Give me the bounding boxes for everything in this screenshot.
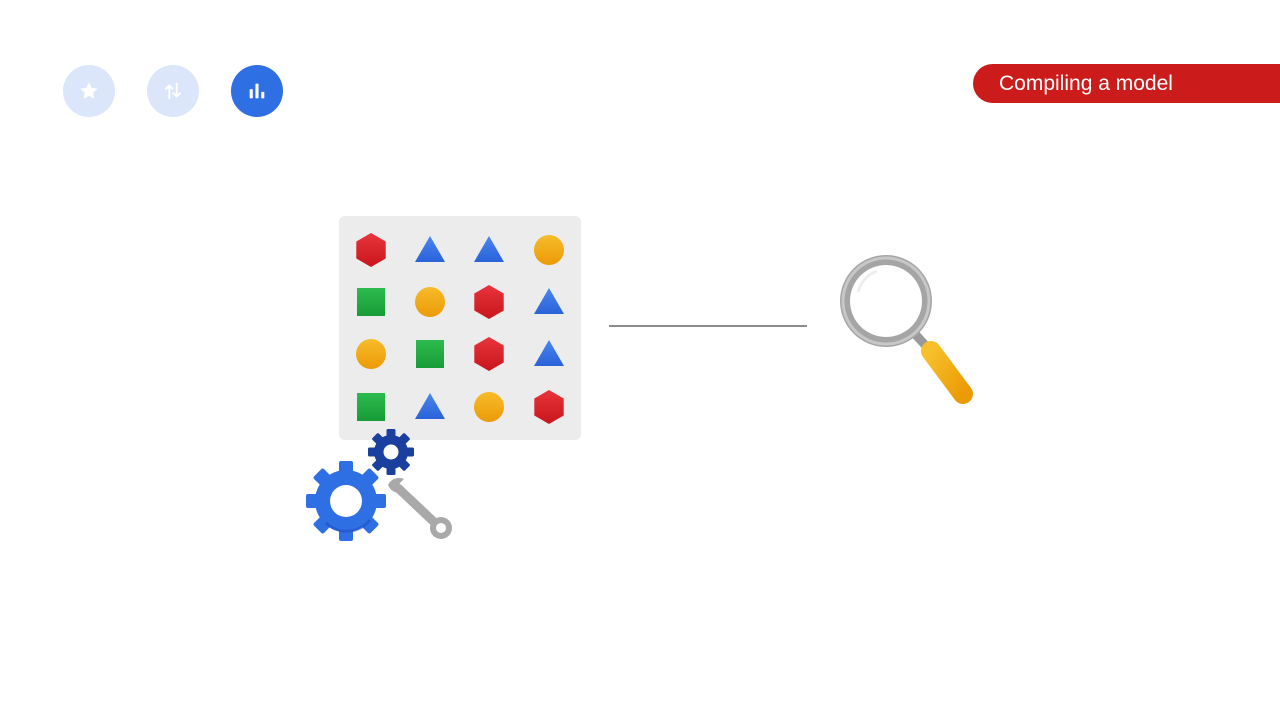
square-shape [357, 288, 385, 316]
star-icon [80, 82, 98, 99]
triangle-shape [415, 393, 445, 419]
nav-button-star[interactable] [63, 65, 115, 117]
hexagon-shape [534, 390, 564, 424]
circle-shape [415, 287, 445, 317]
hexagon-shape [356, 233, 386, 267]
gears-and-wrench-illustration [306, 429, 452, 541]
large-gear-icon [306, 461, 386, 541]
circle-shape [474, 392, 504, 422]
connector-line [609, 325, 807, 327]
bar-chart-icon [249, 83, 265, 99]
hexagon-shape [474, 337, 504, 371]
swap-vertical-icon [165, 82, 181, 100]
nav-button-swap[interactable] [147, 65, 199, 117]
circle-shape [534, 235, 564, 265]
triangle-shape [534, 288, 564, 314]
triangle-shape [534, 340, 564, 366]
section-title: Compiling a model [973, 64, 1280, 103]
triangle-shape [474, 236, 504, 262]
nav-button-chart[interactable] [231, 65, 283, 117]
hexagon-shape [474, 285, 504, 319]
magnifying-glass-icon [840, 255, 973, 404]
circle-shape [356, 339, 386, 369]
square-shape [416, 340, 444, 368]
wrench-icon [388, 477, 452, 539]
triangle-shape [415, 236, 445, 262]
square-shape [357, 393, 385, 421]
shape-grid-panel [339, 216, 581, 440]
shape-grid [356, 233, 564, 424]
small-gear-icon [368, 429, 414, 475]
